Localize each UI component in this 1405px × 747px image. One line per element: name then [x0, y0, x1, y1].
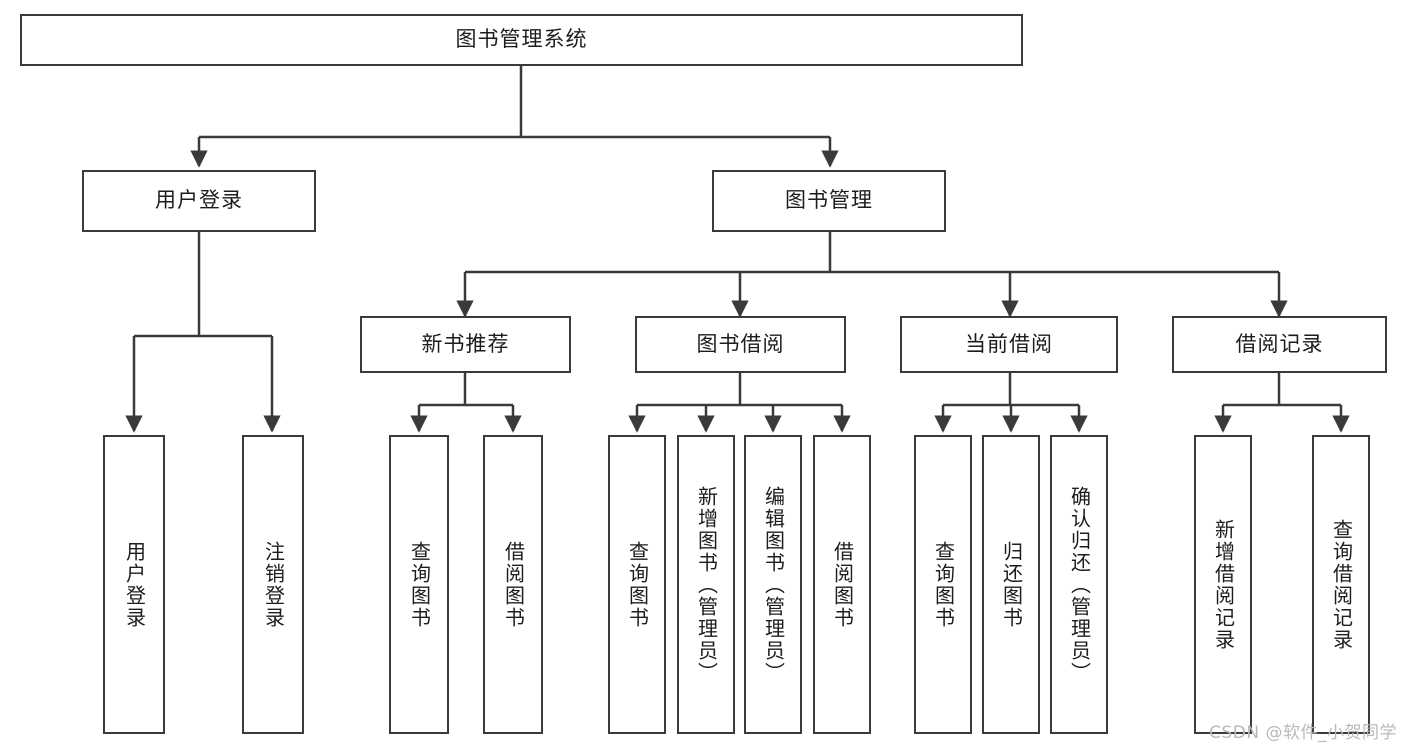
node-label: 确认归还（管理员）	[1067, 485, 1092, 684]
node-label: 新书推荐	[421, 331, 510, 356]
leaf-borrow-add-book-admin[interactable]: 新增图书（管理员）	[677, 435, 735, 734]
leaf-borrow-edit-book-admin[interactable]: 编辑图书（管理员）	[744, 435, 802, 734]
node-root-book-management-system[interactable]: 图书管理系统	[20, 14, 1023, 66]
node-label: 编辑图书（管理员）	[761, 485, 786, 684]
leaf-new-book-query-book[interactable]: 查询图书	[389, 435, 449, 734]
node-borrow-record[interactable]: 借阅记录	[1172, 316, 1387, 373]
node-label: 用户登录	[122, 540, 147, 629]
leaf-record-query-borrow-record[interactable]: 查询借阅记录	[1312, 435, 1370, 734]
node-label: 新增图书（管理员）	[694, 485, 719, 684]
node-book-management[interactable]: 图书管理	[712, 170, 946, 232]
node-label: 图书管理系统	[455, 27, 588, 52]
node-label: 查询图书	[931, 540, 956, 629]
node-new-book-recommend[interactable]: 新书推荐	[360, 316, 571, 373]
leaf-borrow-query-book[interactable]: 查询图书	[608, 435, 666, 734]
node-label: 新增借阅记录	[1211, 518, 1236, 651]
node-current-borrow[interactable]: 当前借阅	[900, 316, 1118, 373]
node-label: 借阅记录	[1235, 331, 1324, 356]
node-label: 查询图书	[625, 540, 650, 629]
leaf-user-login-logout[interactable]: 注销登录	[242, 435, 304, 734]
leaf-current-query-book[interactable]: 查询图书	[914, 435, 972, 734]
node-label: 注销登录	[261, 540, 286, 629]
node-label: 查询图书	[407, 540, 432, 629]
leaf-record-add-borrow-record[interactable]: 新增借阅记录	[1194, 435, 1252, 734]
node-label: 图书管理	[785, 188, 873, 213]
node-label: 借阅图书	[830, 540, 855, 629]
csdn-watermark: CSDN @软件_小贺同学	[1209, 723, 1397, 743]
node-label: 用户登录	[155, 188, 243, 213]
node-label: 当前借阅	[965, 331, 1053, 356]
node-label: 查询借阅记录	[1329, 518, 1354, 651]
leaf-borrow-borrow-book[interactable]: 借阅图书	[813, 435, 871, 734]
node-label: 归还图书	[999, 540, 1024, 629]
leaf-new-book-borrow-book[interactable]: 借阅图书	[483, 435, 543, 734]
node-label: 图书借阅	[696, 331, 785, 356]
node-label: 借阅图书	[501, 540, 526, 629]
leaf-user-login-login[interactable]: 用户登录	[103, 435, 165, 734]
leaf-current-return-book[interactable]: 归还图书	[982, 435, 1040, 734]
leaf-current-confirm-return-admin[interactable]: 确认归还（管理员）	[1050, 435, 1108, 734]
node-book-borrow[interactable]: 图书借阅	[635, 316, 846, 373]
node-user-login[interactable]: 用户登录	[82, 170, 316, 232]
